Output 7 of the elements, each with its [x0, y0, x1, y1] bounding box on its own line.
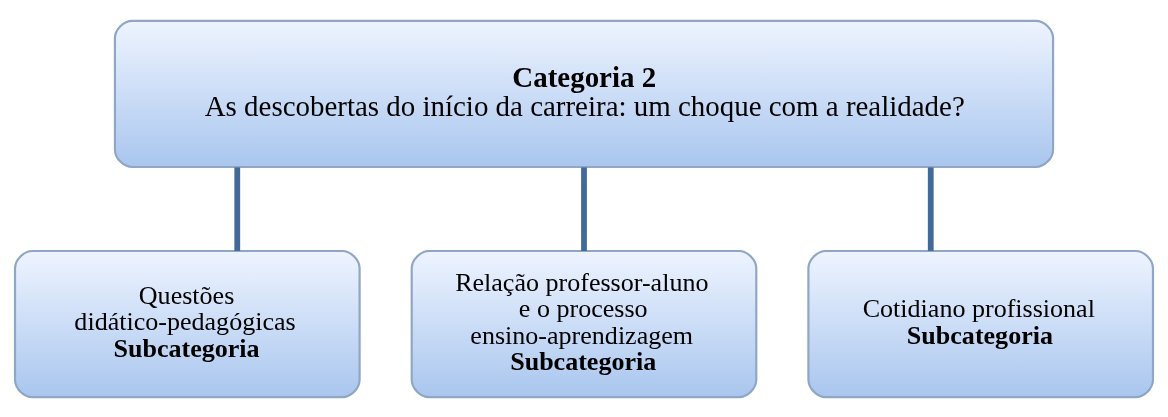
node-box: Categoria 2 As descobertas do início da carreira: um choque com a realidade? [113, 19, 1055, 168]
connector [234, 166, 241, 251]
node-box: Relação professor-aluno e o processo ensino-aprendizagem Subcategoria [410, 249, 758, 398]
connector [581, 166, 587, 251]
connector [927, 166, 934, 251]
node-box: Questões didático-pedagógicas Subcategoria [13, 249, 361, 398]
node-box: Cotidiano profissional Subcategoria [807, 249, 1155, 398]
